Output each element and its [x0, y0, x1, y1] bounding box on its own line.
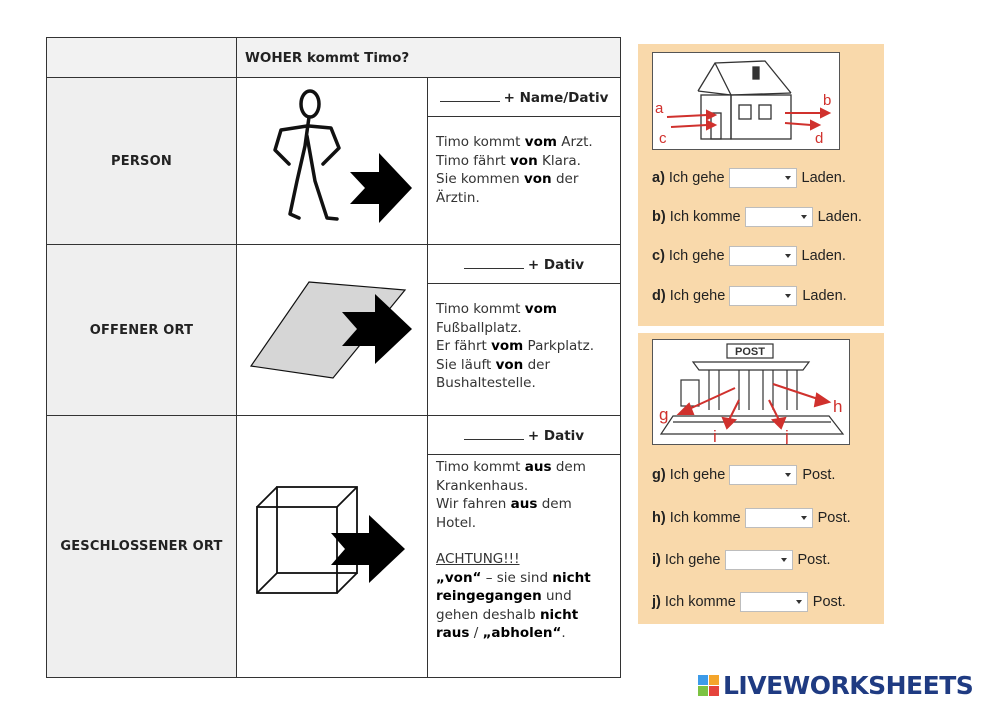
answer-dropdown-j[interactable] — [739, 592, 808, 612]
chevron-down-icon — [800, 516, 807, 520]
example-line: Krankenhaus. — [436, 477, 529, 494]
example-line: Timo kommt aus dem — [436, 459, 586, 476]
example-line: Timo fährt von Klara. — [436, 152, 581, 169]
label-g: g — [659, 405, 668, 424]
answer-dropdown-c[interactable] — [728, 246, 797, 266]
logo-block — [698, 675, 708, 685]
rule-text: + Dativ — [527, 256, 585, 273]
logo-block — [698, 686, 708, 696]
chevron-down-icon — [784, 176, 791, 180]
closed-place-picture — [236, 415, 428, 678]
chevron-down-icon — [800, 215, 807, 219]
label-i: i — [713, 427, 717, 444]
table-header-row: WOHER kommt Timo? — [46, 37, 622, 78]
table-row: OFFENER ORT + Dativ — [46, 244, 622, 417]
task-i: i) Ich gehe Post. — [652, 550, 831, 570]
header-empty-cell — [46, 37, 237, 78]
answer-dropdown-d[interactable] — [729, 286, 798, 306]
category-closed-place: GESCHLOSSENER ORT — [46, 415, 237, 678]
chevron-down-icon — [784, 254, 791, 258]
achtung-heading: ACHTUNG!!! — [436, 551, 520, 568]
chevron-down-icon — [785, 473, 792, 477]
post-sign: POST — [735, 346, 765, 358]
post-office-arrows-icon: POST g h i j — [659, 343, 845, 446]
table-row: Timo kommt vom Fußballplatz. Er fährt vo… — [47, 283, 622, 417]
grammar-table: WOHER kommt Timo? PERSON + Name/Dativ Ti… — [46, 37, 622, 678]
note-line: reingegangen und — [436, 588, 572, 605]
rule-blank — [463, 427, 524, 440]
example-line: Fußballplatz. — [436, 319, 522, 336]
task-b: b) Ich komme Laden. — [652, 207, 862, 227]
rule-person: + Name/Dativ — [426, 77, 622, 117]
chevron-down-icon — [785, 294, 792, 298]
category-open-place: OFFENER ORT — [46, 244, 237, 417]
rule-closed-place: + Dativ — [426, 415, 622, 456]
example-line: Er fährt vom Parkplatz. — [436, 338, 594, 355]
examples-open-place: Timo kommt vom Fußballplatz. Er fährt vo… — [426, 283, 622, 417]
logo-blocks-icon — [698, 675, 719, 696]
task-g: g) Ich gehe Post. — [652, 465, 836, 485]
house-arrows-icon: a b c d — [655, 60, 831, 147]
logo-block — [709, 686, 719, 696]
examples-closed-place: Timo kommt aus dem Krankenhaus. Wir fahr… — [426, 454, 622, 678]
table-row: Timo kommt vom Arzt. Timo fährt von Klar… — [47, 115, 622, 246]
note-line: gehen deshalb nicht — [436, 606, 579, 623]
example-line: Timo kommt vom Arzt. — [436, 134, 593, 150]
person-picture — [236, 76, 428, 246]
task-h: h) Ich komme Post. — [652, 508, 851, 528]
post-exercise-panel: POST g h i j g) Ich gehe Post. h) Ich ko… — [638, 333, 884, 624]
logo-block — [709, 675, 719, 685]
label-a: a — [655, 100, 664, 117]
table-row: Timo kommt aus dem Krankenhaus. Wir fahr… — [47, 454, 622, 678]
table-row: PERSON + Name/Dativ — [46, 76, 622, 246]
answer-dropdown-a[interactable] — [728, 168, 797, 188]
task-d: d) Ich gehe Laden. — [652, 286, 847, 306]
task-a: a) Ich gehe Laden. — [652, 168, 846, 188]
label-b: b — [823, 92, 831, 109]
open-place-picture — [236, 244, 428, 417]
logo-text: LIVEWORKSHEETS — [723, 671, 974, 700]
note-line: raus / „abholen“. — [436, 625, 566, 642]
category-person: PERSON — [46, 76, 237, 246]
shop-picture: a b c d — [652, 52, 840, 150]
examples-person: Timo kommt vom Arzt. Timo fährt von Klar… — [426, 115, 622, 246]
label-c: c — [659, 130, 667, 147]
liveworksheets-logo: LIVEWORKSHEETS — [698, 671, 974, 700]
table-row: GESCHLOSSENER ORT + Dativ — [46, 415, 622, 678]
answer-dropdown-h[interactable] — [744, 508, 813, 528]
chevron-down-icon — [780, 558, 787, 562]
rule-text: + Name/Dativ — [503, 89, 609, 106]
label-h: h — [833, 397, 842, 416]
example-line: Sie läuft von der — [436, 356, 551, 373]
rule-blank — [463, 256, 524, 269]
note-line: „von“ – sie sind nicht — [436, 569, 591, 586]
answer-dropdown-b[interactable] — [744, 207, 813, 227]
laden-exercise-panel: a b c d a) Ich gehe Laden. b) Ich komme … — [638, 44, 884, 326]
example-line: Timo kommt vom — [436, 301, 557, 318]
example-line: Hotel. — [436, 514, 477, 531]
open-area-arrow-icon — [249, 281, 412, 379]
example-line: Sie kommen von der — [436, 171, 579, 187]
label-d: d — [815, 130, 823, 147]
task-c: c) Ich gehe Laden. — [652, 246, 846, 266]
task-j: j) Ich komme Post. — [652, 592, 846, 612]
cube-arrow-icon — [256, 485, 405, 594]
example-line: Ärztin. — [436, 189, 480, 206]
label-j: j — [784, 427, 789, 444]
rule-open-place: + Dativ — [426, 244, 622, 285]
answer-dropdown-g[interactable] — [729, 465, 798, 485]
answer-dropdown-i[interactable] — [724, 550, 793, 570]
stick-figure-arrow-icon — [273, 89, 412, 224]
post-office-picture: POST g h i j — [652, 339, 850, 446]
example-line: Wir fahren aus dem — [436, 496, 572, 513]
example-line: Bushaltestelle. — [436, 375, 536, 392]
rule-text: + Dativ — [527, 427, 585, 444]
chevron-down-icon — [795, 600, 802, 604]
table-title: WOHER kommt Timo? — [235, 37, 622, 78]
rule-blank — [439, 89, 500, 102]
